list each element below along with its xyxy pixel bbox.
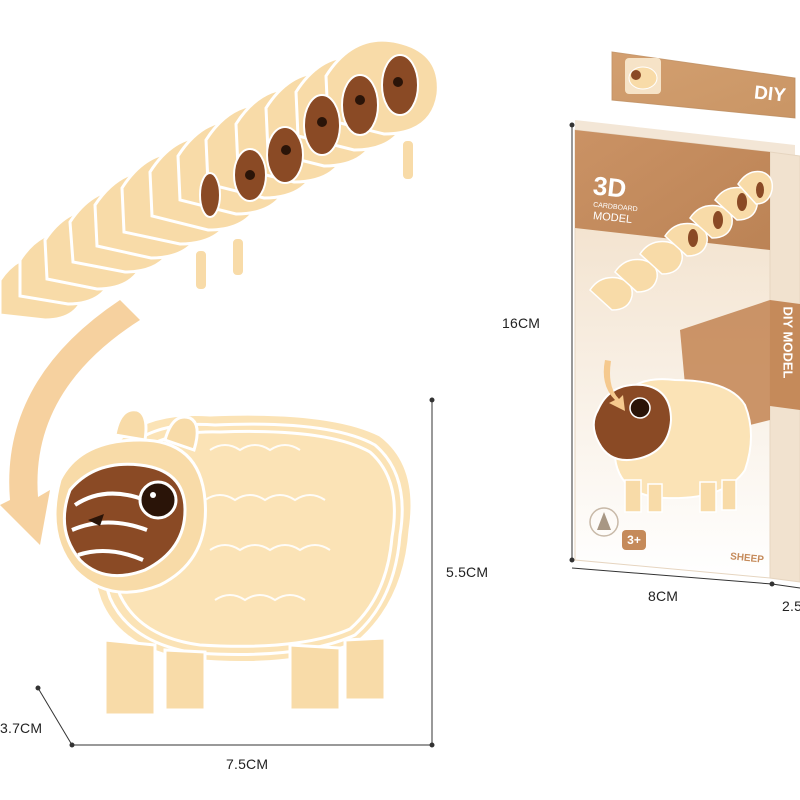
eye-slice	[393, 77, 403, 87]
back-leg	[288, 643, 342, 712]
eye-slice	[317, 117, 327, 127]
box-height-label: 16CM	[502, 315, 541, 331]
front-leg	[103, 638, 157, 717]
assembly-arrow	[0, 300, 140, 545]
box-depth-line	[771, 583, 800, 589]
model-length-label: 7.5CM	[226, 756, 269, 772]
model-height-label: 5.5CM	[446, 564, 489, 580]
box-width-line	[571, 567, 773, 585]
ear	[163, 415, 199, 452]
box-width-label: 8CM	[648, 588, 679, 604]
depth-line	[37, 687, 73, 746]
eye-slice	[281, 145, 291, 155]
eye	[138, 480, 178, 520]
box-title: 3D	[591, 170, 628, 204]
slice-leg	[231, 237, 245, 277]
ear	[113, 408, 148, 442]
eye-highlight	[150, 492, 156, 498]
product-box	[574, 51, 800, 583]
front-leg-2	[163, 648, 207, 712]
face-slice	[199, 172, 221, 218]
face-slice	[266, 126, 304, 184]
assembled-sheep	[53, 408, 414, 717]
age-badge: 3+	[622, 530, 646, 550]
nose	[88, 514, 104, 526]
box-dimension-lines	[569, 122, 800, 589]
slice-leg	[194, 249, 208, 291]
face-stripe	[71, 491, 148, 562]
exploded-slices	[0, 38, 440, 322]
model-depth-label: 3.7CM	[0, 720, 43, 736]
eye-slice	[355, 95, 365, 105]
box-assembly-icon	[589, 507, 619, 537]
model-dimension-lines	[35, 397, 435, 748]
box-side-text: DIY MODEL	[780, 306, 796, 379]
eye-slice	[245, 170, 255, 180]
slice-leg	[401, 139, 415, 181]
box-sheep-image	[592, 360, 752, 513]
back-leg-2	[343, 636, 387, 702]
box-depth-label: 2.5	[782, 598, 800, 614]
box-diy-tag: DIY	[753, 82, 787, 107]
